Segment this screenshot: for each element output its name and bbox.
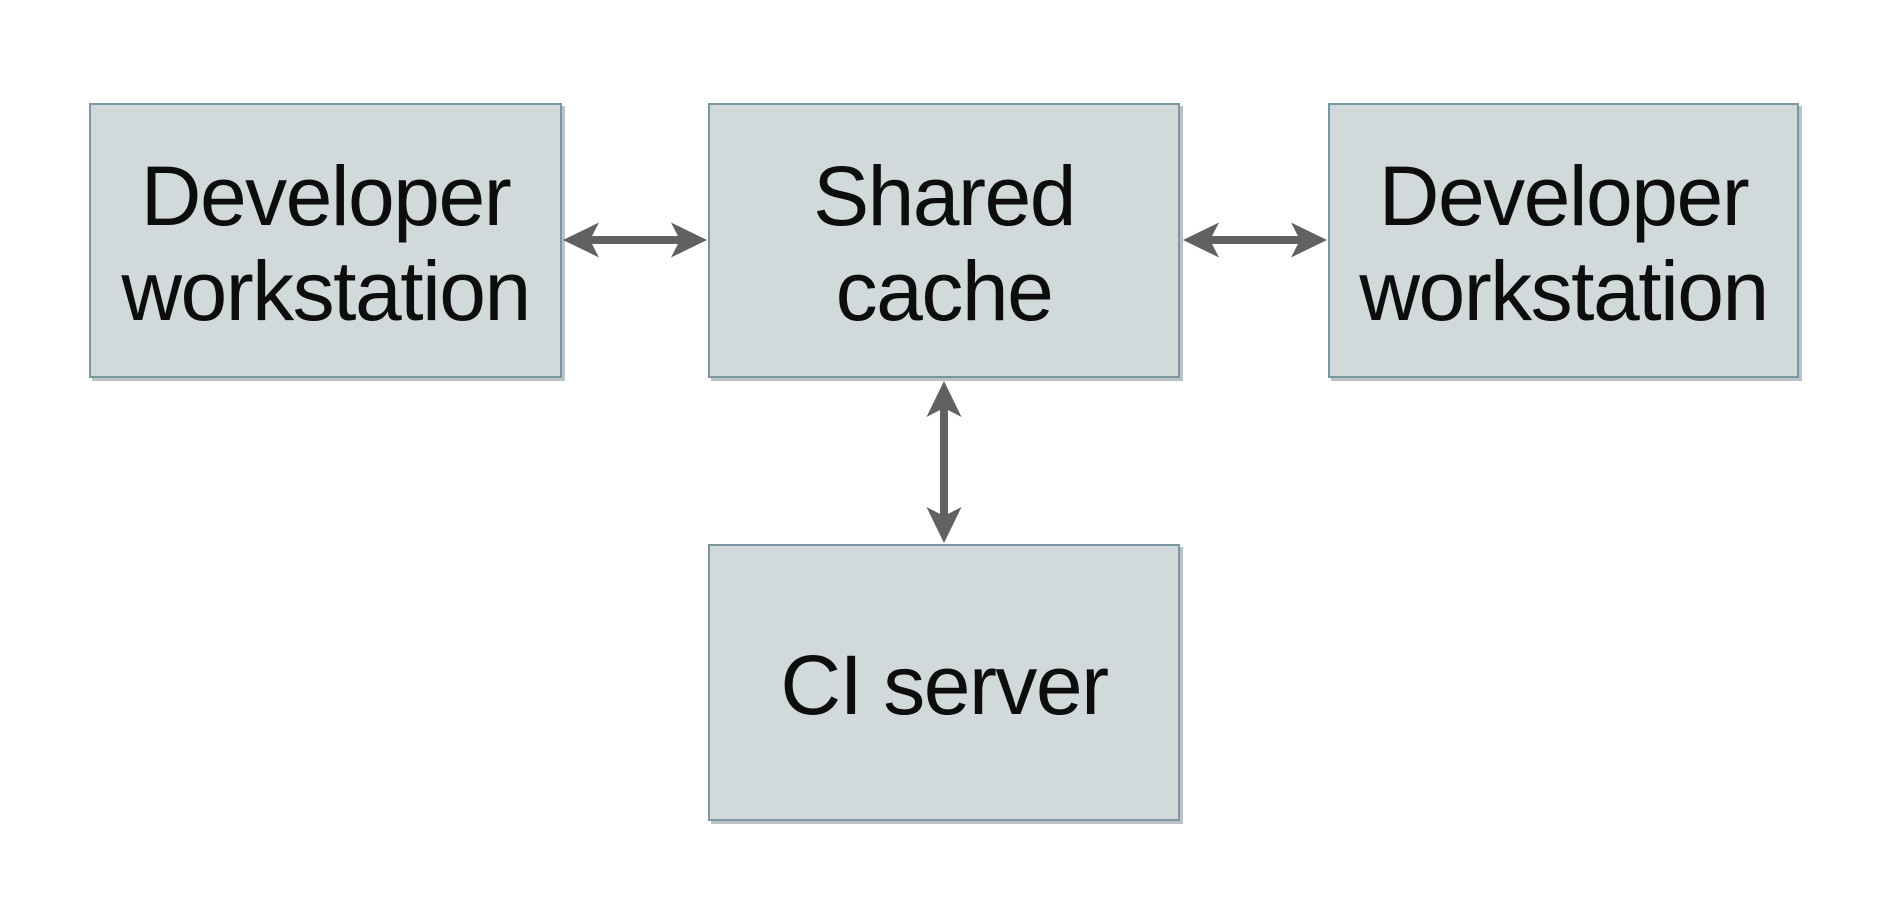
node-label-line: cache xyxy=(835,243,1054,338)
node-ci-server: CI server xyxy=(708,544,1180,821)
node-label-line: CI server xyxy=(780,638,1109,733)
node-developer-workstation-left: Developer workstation xyxy=(89,103,562,378)
double-arrow-icon-shared-cache-ci-server xyxy=(926,381,962,543)
node-shared-cache: Shared cache xyxy=(708,103,1180,378)
node-label-line: workstation xyxy=(1359,243,1769,338)
node-developer-workstation-right: Developer workstation xyxy=(1328,103,1799,378)
node-label-line: Developer xyxy=(1378,148,1750,243)
double-arrow-icon-shared-cache-right-workstation xyxy=(1183,222,1327,258)
node-label-line: workstation xyxy=(121,243,531,338)
double-arrow-icon-left-workstation-shared-cache xyxy=(563,222,707,258)
node-label-line: Developer xyxy=(140,148,512,243)
node-label-line: Shared xyxy=(813,148,1076,243)
